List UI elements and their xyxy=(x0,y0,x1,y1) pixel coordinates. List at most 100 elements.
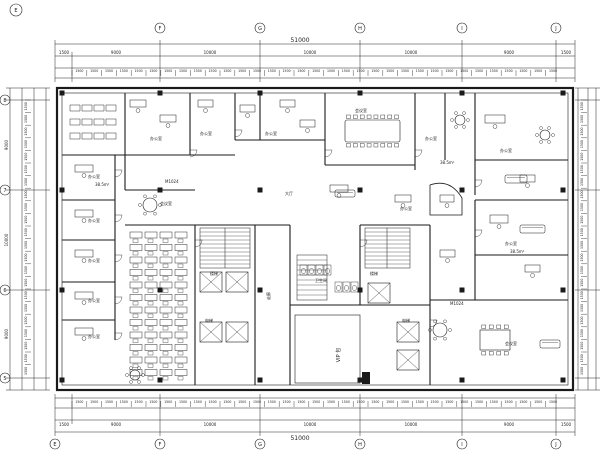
workstation-desk xyxy=(129,269,143,276)
sofa xyxy=(334,189,356,198)
round-table-chair xyxy=(443,319,447,324)
workstation-desk xyxy=(159,244,173,251)
axis-bubble-bottom: I xyxy=(456,438,468,450)
chair xyxy=(481,351,486,356)
axis-label: H xyxy=(358,26,362,32)
room-label-lift: 电梯 xyxy=(402,317,410,323)
round-table-chair xyxy=(153,194,157,199)
workstation-desk xyxy=(159,269,173,276)
module-dimension: 1500 xyxy=(253,400,261,404)
module-dimension: 1500 xyxy=(283,400,291,404)
round-table-chair xyxy=(125,373,129,377)
office-desk xyxy=(394,194,412,203)
lift-cross xyxy=(199,271,223,293)
module-dimension: 1500 xyxy=(24,115,28,123)
module-dimension: 1500 xyxy=(580,342,584,350)
module-dimension: 1500 xyxy=(24,216,28,224)
module-dimension: 1500 xyxy=(357,69,365,73)
door-swing xyxy=(429,319,438,328)
bottom-segment-dimension: 1500 xyxy=(561,422,572,427)
office-desk xyxy=(519,174,536,183)
workstation-desk xyxy=(174,231,188,239)
module-dimension: 1500 xyxy=(327,400,335,404)
workstation-desk xyxy=(129,356,143,364)
workstation-desk xyxy=(129,306,143,314)
round-table-chair xyxy=(454,125,458,129)
module-dimension: 1500 xyxy=(164,69,172,73)
workstation-desk xyxy=(159,331,173,339)
module-dimension: 1500 xyxy=(580,241,584,249)
workstation-chair xyxy=(147,263,154,268)
round-table-chair xyxy=(428,328,432,332)
axis-label: I xyxy=(461,442,462,448)
chair xyxy=(366,114,372,119)
module-dimension: 1500 xyxy=(490,400,498,404)
round-table-chair xyxy=(443,336,447,341)
module-dimension: 1500 xyxy=(505,69,513,73)
lift-car xyxy=(199,271,223,293)
round-table xyxy=(539,129,551,141)
column xyxy=(257,287,263,293)
workstation-desk xyxy=(129,244,143,251)
axis-bubble-bottom: H xyxy=(354,438,366,450)
module-dimension: 1500 xyxy=(460,400,468,404)
office-chair xyxy=(336,193,342,198)
round-table-chair xyxy=(129,366,133,370)
workstation-desk xyxy=(144,356,158,364)
workstation-desk xyxy=(129,281,143,289)
module-dimension: 1500 xyxy=(194,69,202,73)
left-segment-dimension: 10000 xyxy=(4,233,9,246)
office-desk xyxy=(74,249,94,258)
module-dimension: 1500 xyxy=(519,69,527,73)
column xyxy=(459,187,465,193)
office-chair xyxy=(81,218,87,223)
workstation-grid xyxy=(69,104,188,381)
module-dimension: 1500 xyxy=(90,400,98,404)
column xyxy=(59,187,65,193)
toilet-stall xyxy=(334,281,343,293)
workstation-chair xyxy=(177,301,184,306)
workstation-desk xyxy=(144,244,158,251)
lift-car xyxy=(367,282,391,304)
office-chair xyxy=(400,203,406,208)
office-chair xyxy=(305,128,310,133)
office-chair xyxy=(285,108,290,113)
top-dimensions xyxy=(54,40,576,82)
module-dimension: 1500 xyxy=(105,400,113,404)
module-dimension: 1500 xyxy=(24,102,28,110)
chair xyxy=(366,143,372,148)
top-segment-dimension: 1500 xyxy=(59,50,70,55)
column xyxy=(459,90,465,96)
module-dimension: 1500 xyxy=(580,329,584,337)
module-dimension: 1500 xyxy=(401,69,409,73)
module-dimension: 1500 xyxy=(24,354,28,362)
round-table-chair xyxy=(448,328,452,332)
room-label-office: 办公室 xyxy=(500,147,512,153)
module-dimension: 1500 xyxy=(475,400,483,404)
lift-cross xyxy=(367,282,391,304)
partition-walls xyxy=(62,93,568,385)
workstation-desk xyxy=(174,306,188,314)
toilet-bowl xyxy=(344,285,349,292)
room-label-stair: 楼梯 xyxy=(370,270,378,276)
module-dimension: 1500 xyxy=(431,400,439,404)
module-dimension: 1500 xyxy=(580,304,584,312)
workstation-desk xyxy=(69,132,81,140)
bottom-dimensions xyxy=(54,394,576,436)
workstation-chair xyxy=(132,251,139,256)
office-desk xyxy=(484,114,506,124)
workstation-chair xyxy=(147,288,154,293)
module-dimension: 1500 xyxy=(24,342,28,350)
chair xyxy=(489,351,494,356)
workstation-desk xyxy=(174,269,188,276)
workstation-desk xyxy=(69,118,81,126)
column xyxy=(157,377,163,383)
chair xyxy=(353,143,358,148)
office-desk xyxy=(279,99,296,108)
module-dimension: 1500 xyxy=(580,102,584,110)
column xyxy=(357,187,363,193)
axis-bubble-top: F xyxy=(154,22,166,34)
round-tables xyxy=(125,111,555,384)
top-segment-dimension: 1500 xyxy=(561,50,572,55)
